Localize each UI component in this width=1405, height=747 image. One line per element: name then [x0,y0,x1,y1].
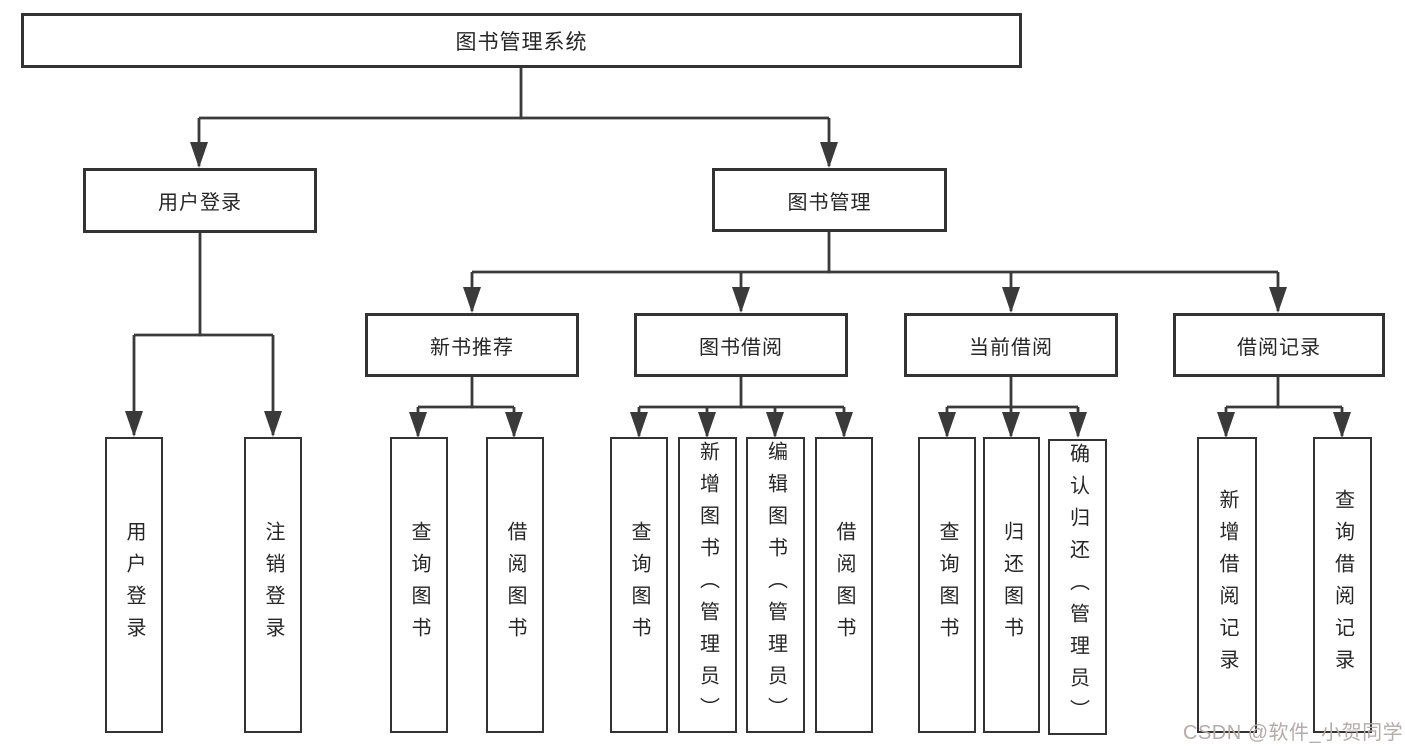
leaf-user-login: 用户登录 [105,437,163,733]
node-borrowing-records-label: 借阅记录 [1237,336,1321,359]
node-current-borrowing: 当前借阅 [904,313,1118,377]
node-new-book-recommend: 新书推荐 [365,313,579,377]
node-user-login-group: 用户登录 [83,168,317,233]
leaf-logout-label: 注销登录 [262,521,284,649]
leaf-add-books-admin-label: 新增图书（管理员） [696,441,719,729]
node-user-login-group-label: 用户登录 [158,192,242,214]
node-library-system-label: 图书管理系统 [455,30,588,54]
leaf-recommend-query-books-label: 查询图书 [408,521,430,649]
node-book-management-label: 图书管理 [787,191,872,214]
node-borrowing-records: 借阅记录 [1173,313,1385,377]
leaf-borrowing-query-books-label: 查询图书 [628,521,650,649]
leaf-query-borrow-record: 查询借阅记录 [1313,437,1372,733]
leaf-logout: 注销登录 [244,437,302,733]
leaf-add-books-admin: 新增图书（管理员） [678,437,737,733]
leaf-recommend-borrow-books: 借阅图书 [486,437,544,733]
node-current-borrowing-label: 当前借阅 [969,336,1053,359]
leaf-recommend-borrow-books-label: 借阅图书 [504,521,526,649]
leaf-current-query-books: 查询图书 [918,437,976,733]
leaf-confirm-return-admin: 确认归还（管理员） [1048,439,1107,735]
leaf-edit-books-admin-label: 编辑图书（管理员） [764,441,787,729]
leaf-return-books: 归还图书 [983,437,1040,733]
leaf-add-borrow-record: 新增借阅记录 [1197,437,1257,733]
leaf-borrowing-borrow-books: 借阅图书 [815,437,873,733]
leaf-edit-books-admin: 编辑图书（管理员） [746,437,805,733]
leaf-query-borrow-record-label: 查询借阅记录 [1331,489,1354,681]
leaf-return-books-label: 归还图书 [1000,521,1023,649]
leaf-user-login-label: 用户登录 [123,521,145,649]
leaf-borrowing-query-books: 查询图书 [610,437,668,733]
leaf-current-query-books-label: 查询图书 [936,521,958,649]
node-new-book-recommend-label: 新书推荐 [430,336,514,359]
leaf-recommend-query-books: 查询图书 [390,437,448,733]
leaf-borrowing-borrow-books-label: 借阅图书 [833,521,855,649]
node-book-borrowing: 图书借阅 [634,313,848,377]
node-book-management: 图书管理 [712,168,947,232]
leaf-confirm-return-admin-label: 确认归还（管理员） [1066,443,1089,731]
leaf-add-borrow-record-label: 新增借阅记录 [1216,489,1238,681]
node-library-system: 图书管理系统 [21,13,1022,68]
node-book-borrowing-label: 图书借阅 [699,336,783,359]
csdn-watermark: CSDN @软件_小贺同学 [1183,722,1404,744]
